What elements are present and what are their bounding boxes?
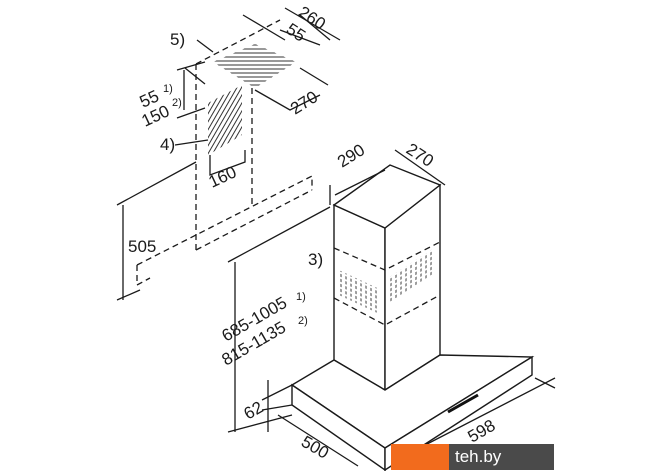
footnote-1b: 1) xyxy=(296,291,306,303)
footnote-2a: 2) xyxy=(172,97,182,109)
dim-160: 160 xyxy=(206,162,240,191)
footnote-2b: 2) xyxy=(298,315,308,327)
footnote-1a: 1) xyxy=(163,83,173,95)
note-3: 3) xyxy=(308,250,323,269)
dim-290: 290 xyxy=(334,140,368,171)
watermark-orange-block xyxy=(391,444,449,470)
watermark-text: teh.by xyxy=(449,444,554,470)
watermark-logo: teh.by xyxy=(391,444,554,470)
dimension-lines-lower xyxy=(227,149,556,467)
chimney xyxy=(332,164,442,392)
top-vent-hatch xyxy=(213,44,296,88)
dimension-lines-upper xyxy=(116,7,341,301)
dim-62: 62 xyxy=(241,398,267,424)
dim-500: 500 xyxy=(298,432,332,463)
control-strip xyxy=(447,393,479,414)
dim-505: 505 xyxy=(128,237,156,256)
side-vent-hatch xyxy=(208,85,242,155)
dim-270: 270 xyxy=(403,139,437,170)
hood-canopy xyxy=(290,354,535,471)
note-4: 4) xyxy=(160,135,175,154)
note-5: 5) xyxy=(170,30,185,49)
dim-270-top: 270 xyxy=(287,87,321,118)
ceiling-duct-outline xyxy=(136,19,313,287)
dim-598: 598 xyxy=(465,416,499,447)
